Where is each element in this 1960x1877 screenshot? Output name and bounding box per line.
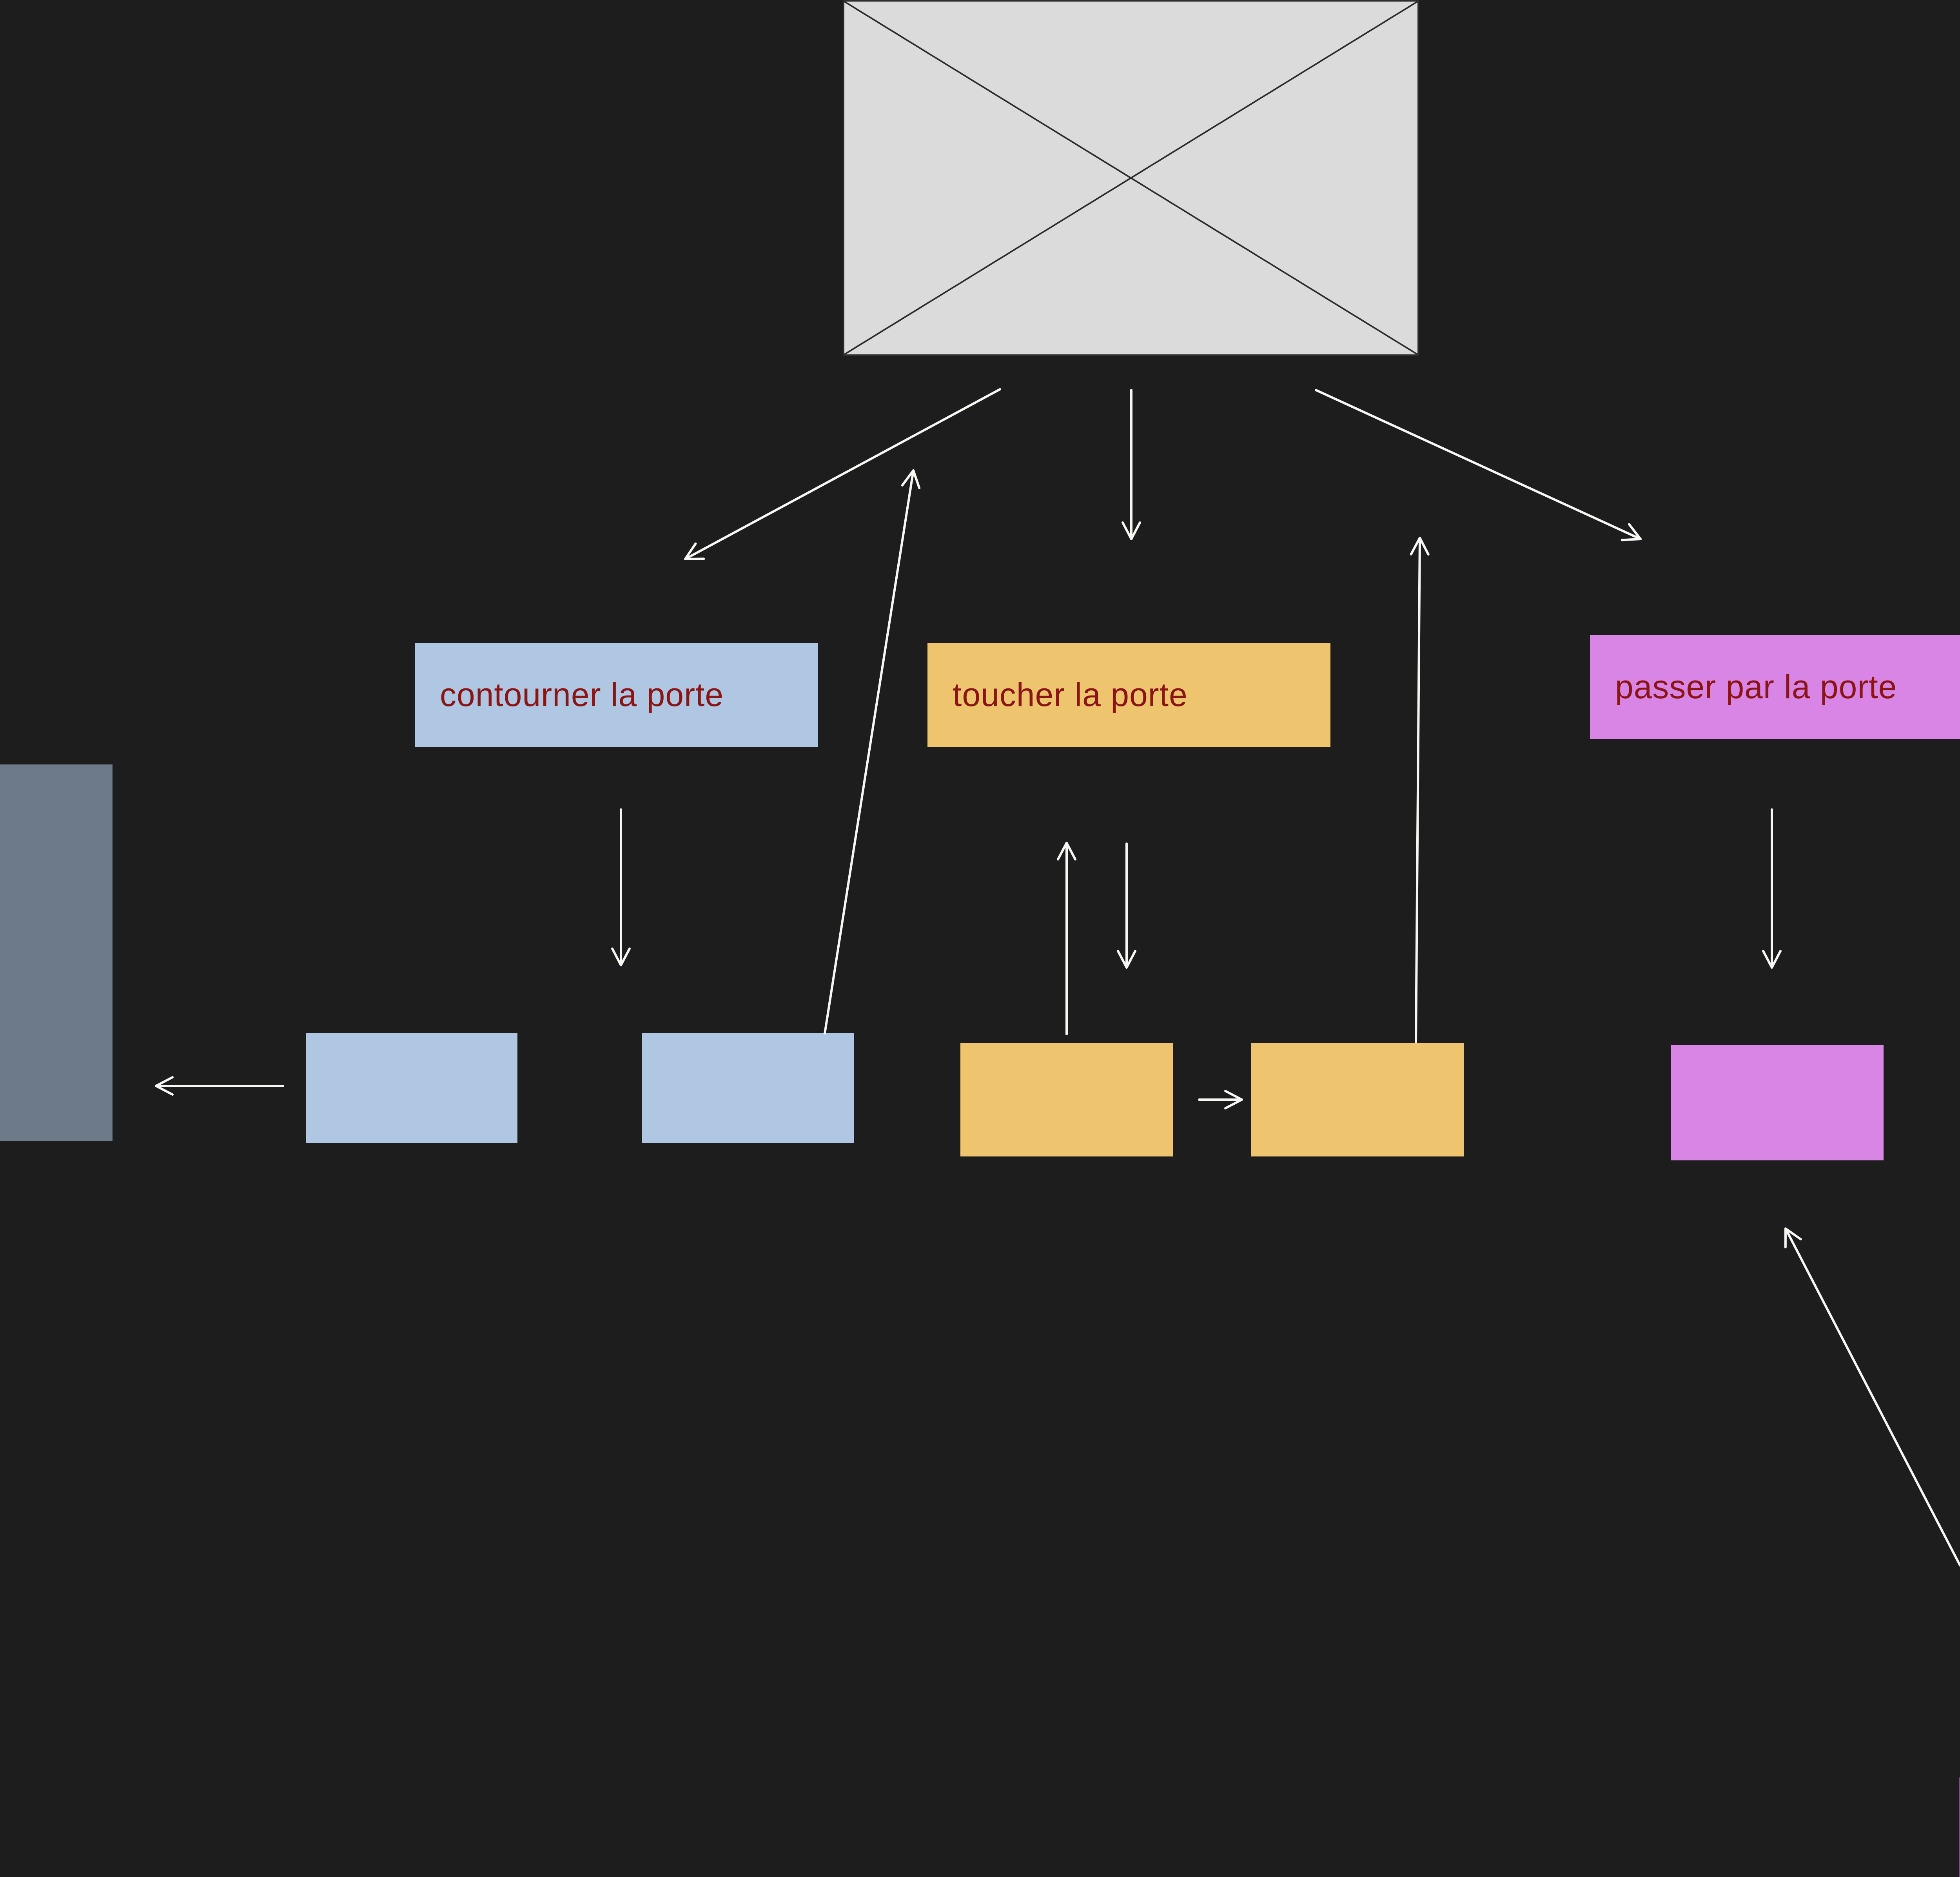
node-label-toucher[interactable]: toucher la porte [927, 643, 1330, 747]
node-blue-2[interactable] [642, 1033, 854, 1143]
broken-image-cross-icon [844, 2, 1417, 354]
node-gray-wall[interactable] [0, 764, 113, 1141]
label-passer-text: passer par la porte [1615, 668, 1897, 705]
arrow-root-to-passer [1315, 389, 1642, 541]
node-blue-1[interactable] [306, 1033, 517, 1143]
label-contourner-text: contourner la porte [440, 676, 724, 713]
image-placeholder[interactable] [843, 0, 1419, 356]
arrow-blue2-to-root [824, 469, 921, 1035]
node-purple-goal[interactable] [1959, 1777, 1960, 1877]
label-toucher-text: toucher la porte [953, 676, 1188, 713]
arrow-root-to-contourner [684, 388, 1001, 560]
arrow-row3left-to-magenta1 [1784, 1227, 1960, 1567]
node-label-passer[interactable]: passer par la porte [1590, 635, 1960, 739]
arrow-orange2-to-root [1410, 537, 1430, 1043]
node-magenta-1[interactable] [1671, 1045, 1884, 1160]
node-orange-1[interactable] [960, 1043, 1173, 1156]
node-orange-2[interactable] [1251, 1043, 1464, 1156]
node-label-contourner[interactable]: contourner la porte [415, 643, 818, 747]
